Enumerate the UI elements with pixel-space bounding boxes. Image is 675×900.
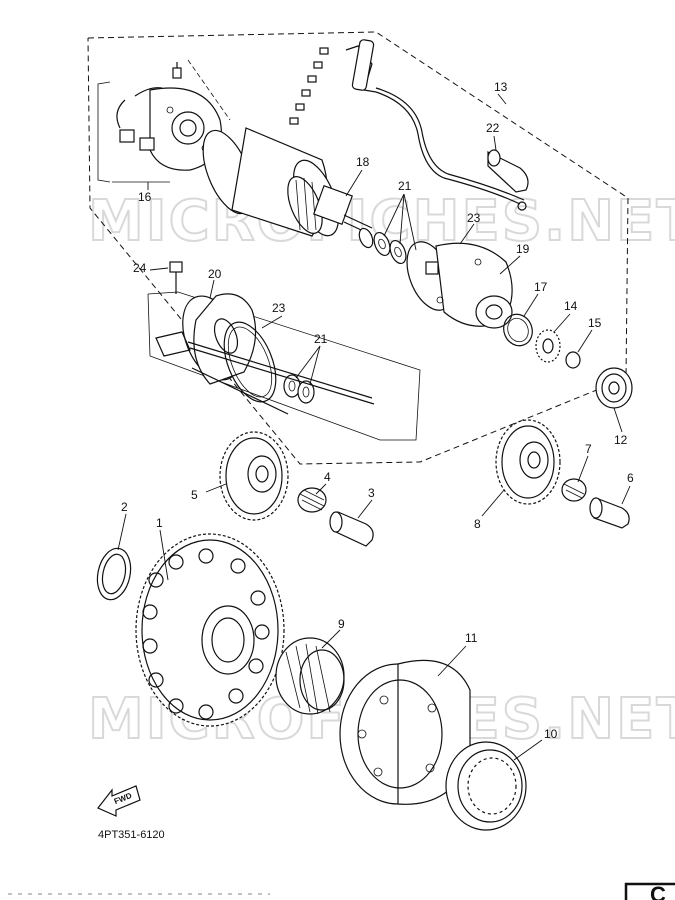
callout-18: 18 (356, 155, 370, 169)
callout-9: 9 (338, 617, 345, 631)
callout-10: 10 (544, 727, 558, 741)
pinion-gear (535, 329, 561, 363)
through-bolt (187, 341, 373, 399)
callout-4: 4 (324, 470, 331, 484)
callout-19: 19 (516, 242, 530, 256)
callout-20: 20 (208, 267, 222, 281)
idle-gear-left (219, 431, 289, 521)
needle-bearing-right (561, 478, 587, 502)
callout-2: 2 (121, 500, 128, 514)
assembly-boundary-dashed (87, 31, 629, 465)
fwd-arrow-icon: FWD (97, 785, 141, 817)
idle-gear-shaft-right (589, 497, 630, 529)
callout-23-upper: 23 (467, 211, 481, 225)
callout-12: 12 (614, 433, 628, 447)
rear-cover (155, 293, 257, 385)
one-way-clutch (445, 741, 527, 831)
terminal-nuts-stack (289, 47, 329, 125)
callout-5: 5 (191, 488, 198, 502)
callout-16: 16 (138, 190, 152, 204)
callout-leaders (117, 93, 631, 761)
rear-cover-boundary (147, 291, 421, 441)
terminal-boot (487, 149, 529, 193)
callout-6: 6 (627, 471, 634, 485)
svg-text:C: C (650, 882, 666, 900)
callout-21-lower: 21 (314, 332, 328, 346)
idle-gear-right (495, 419, 561, 505)
diagram-code: 4PT351-6120 (98, 829, 165, 841)
callout-3: 3 (368, 486, 375, 500)
o-ring-lower (223, 321, 277, 403)
thrust-washer (96, 547, 132, 601)
callout-15: 15 (588, 316, 602, 330)
callout-17: 17 (534, 280, 548, 294)
callout-24: 24 (133, 261, 147, 275)
washer-set-upper (358, 227, 407, 265)
callout-14: 14 (564, 299, 578, 313)
page-corner-marker: C (624, 882, 675, 900)
callout-7: 7 (585, 442, 592, 456)
front-cover (406, 241, 513, 329)
callout-8: 8 (474, 517, 481, 531)
clutch-needle-bearing (275, 637, 345, 715)
starter-cable (289, 39, 527, 211)
idle-gear-shaft-left (329, 511, 374, 547)
callout-23-lower: 23 (272, 301, 286, 315)
callout-11: 11 (465, 631, 478, 645)
ball-bearing (595, 367, 633, 409)
bolt (169, 261, 183, 294)
callout-labels: 1 2 3 4 5 6 7 8 9 10 11 12 13 14 15 16 1… (121, 80, 634, 741)
callout-1: 1 (156, 516, 163, 530)
callout-13: 13 (494, 80, 508, 94)
callout-21-upper: 21 (398, 179, 412, 193)
armature (287, 176, 373, 236)
o-ring (503, 313, 533, 347)
starter-wheel-gear (135, 533, 285, 727)
circlip (565, 351, 581, 369)
callout-22: 22 (486, 121, 500, 135)
needle-bearing-left (297, 487, 327, 513)
